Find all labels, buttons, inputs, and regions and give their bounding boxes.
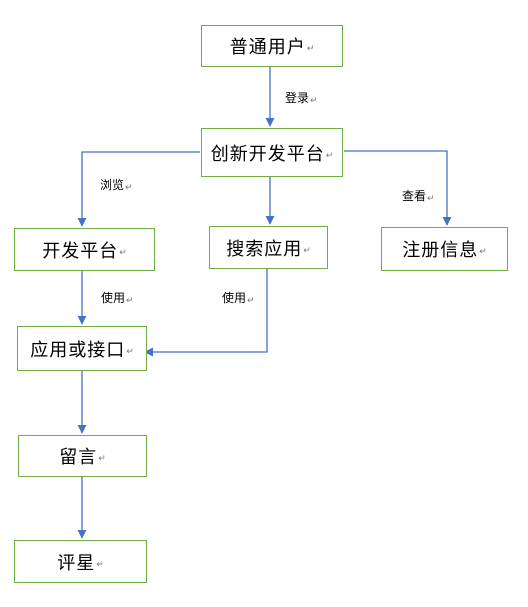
node-app-or-api: 应用或接口↵ xyxy=(17,326,147,371)
node-dev-platform-label: 开发平台 xyxy=(42,240,119,262)
edge-label-browse: 浏览↵ xyxy=(100,176,133,193)
return-mark: ↵ xyxy=(125,183,133,193)
return-mark: ↵ xyxy=(96,559,104,570)
node-search-app: 搜索应用↵ xyxy=(209,226,328,269)
edge-label-text: 浏览 xyxy=(100,178,125,192)
arrow-platform-to-register-info xyxy=(344,150,452,226)
edge-label-login: 登录↵ xyxy=(285,89,318,106)
edge-label-text: 登录 xyxy=(285,91,310,105)
return-mark: ↵ xyxy=(427,194,435,204)
node-user: 普通用户↵ xyxy=(201,25,343,67)
node-user-label: 普通用户 xyxy=(229,37,306,58)
return-mark: ↵ xyxy=(98,454,106,464)
node-platform: 创新开发平台↵ xyxy=(201,128,343,177)
node-comment-label: 留言 xyxy=(59,447,98,468)
edge-label-view: 查看↵ xyxy=(402,187,435,204)
return-mark: ↵ xyxy=(247,296,255,306)
edge-label-use-right: 使用↵ xyxy=(222,289,255,306)
node-register-info-label: 注册信息 xyxy=(402,240,479,261)
edge-label-text: 使用 xyxy=(222,291,247,305)
return-mark: ↵ xyxy=(479,247,487,257)
edge-label-text: 使用 xyxy=(101,291,126,305)
return-mark: ↵ xyxy=(119,247,127,258)
return-mark: ↵ xyxy=(310,96,318,106)
node-app-or-api-label: 应用或接口 xyxy=(30,339,126,361)
edge-label-text: 查看 xyxy=(402,189,427,203)
arrow-search-app-to-app xyxy=(144,269,268,357)
return-mark: ↵ xyxy=(126,346,134,357)
node-search-app-label: 搜索应用 xyxy=(226,238,303,260)
return-mark: ↵ xyxy=(306,44,315,54)
return-mark: ↵ xyxy=(303,245,311,256)
node-register-info: 注册信息↵ xyxy=(381,227,508,271)
node-rating: 评星↵ xyxy=(14,540,147,583)
edge-label-use-left: 使用↵ xyxy=(101,289,134,306)
node-dev-platform: 开发平台↵ xyxy=(14,228,155,271)
node-platform-label: 创新开发平台 xyxy=(210,143,325,165)
arrow-platform-to-dev-platform xyxy=(77,151,200,227)
node-comment: 留言↵ xyxy=(18,435,147,477)
node-rating-label: 评星 xyxy=(57,552,96,574)
return-mark: ↵ xyxy=(325,150,334,161)
return-mark: ↵ xyxy=(126,296,134,306)
